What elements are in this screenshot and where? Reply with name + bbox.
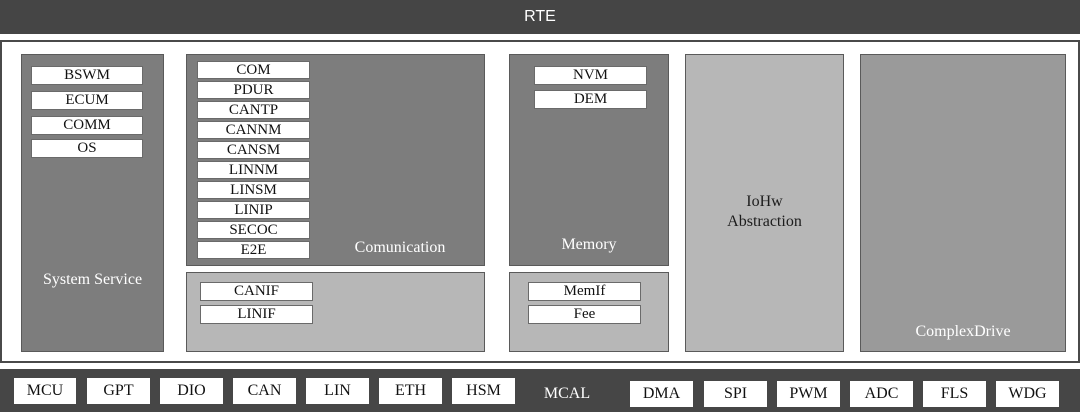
module-linip: LINIP — [197, 201, 310, 219]
module-cannm: CANNM — [197, 121, 310, 139]
module-dem: DEM — [534, 90, 647, 109]
mcal-module-lin: LIN — [306, 378, 369, 404]
mcal-module-can: CAN — [233, 378, 296, 404]
module-e2e: E2E — [197, 241, 310, 259]
module-linif: LINIF — [200, 305, 313, 324]
module-memif: MemIf — [528, 282, 641, 301]
module-com: COM — [197, 61, 310, 79]
mcal-module-adc: ADC — [850, 381, 913, 407]
mcal-module-dio: DIO — [160, 378, 223, 404]
module-cantp: CANTP — [197, 101, 310, 119]
rte-layer: RTE — [0, 0, 1080, 34]
memory-panel — [509, 54, 669, 266]
mcal-module-fls: FLS — [923, 381, 986, 407]
mcal-label: MCAL — [543, 385, 591, 402]
mcal-module-hsm: HSM — [452, 378, 515, 404]
module-os: OS — [31, 139, 143, 158]
mcal-module-gpt: GPT — [87, 378, 150, 404]
mcal-module-spi: SPI — [704, 381, 767, 407]
communication-label: Comunication — [354, 239, 446, 256]
module-secoc: SECOC — [197, 221, 310, 239]
complex-drive-label: ComplexDrive — [915, 323, 1011, 340]
system-service-label: System Service — [42, 271, 143, 288]
mcal-module-dma: DMA — [630, 381, 693, 407]
iohw-label-line1: IoHw — [746, 193, 783, 210]
module-linsm: LINSM — [197, 181, 310, 199]
mcal-module-eth: ETH — [379, 378, 442, 404]
mcal-module-pwm: PWM — [777, 381, 840, 407]
iohw-label-line2: Abstraction — [727, 213, 802, 230]
module-nvm: NVM — [534, 66, 647, 85]
iohw-abstraction-panel — [685, 54, 844, 352]
complex-drive-panel — [860, 54, 1066, 352]
module-ecum: ECUM — [31, 91, 143, 110]
mcal-module-mcu: MCU — [14, 378, 76, 404]
module-canif: CANIF — [200, 282, 313, 301]
module-cansm: CANSM — [197, 141, 310, 159]
module-fee: Fee — [528, 305, 641, 324]
mcal-module-wdg: WDG — [996, 381, 1059, 407]
module-pdur: PDUR — [197, 81, 310, 99]
module-linnm: LINNM — [197, 161, 310, 179]
memory-label: Memory — [561, 236, 617, 253]
module-comm: COMM — [31, 116, 143, 135]
module-bswm: BSWM — [31, 66, 143, 85]
